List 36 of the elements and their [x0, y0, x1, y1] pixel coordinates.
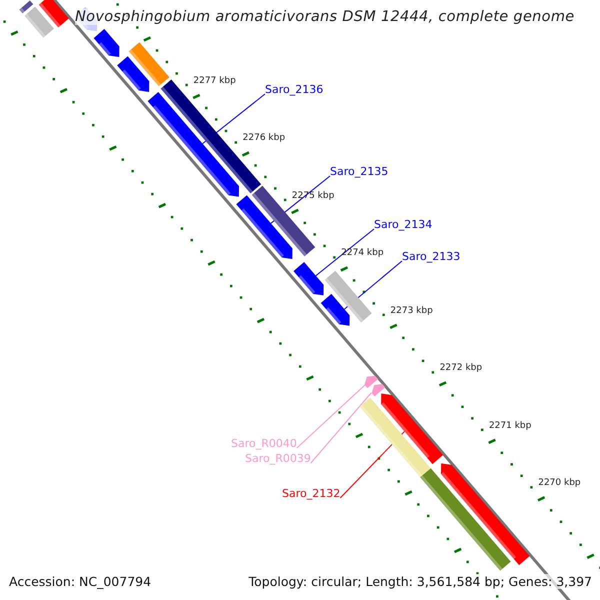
leader-line	[315, 228, 374, 276]
scale-label: 2273 kbp	[390, 306, 433, 316]
gene-feature	[148, 92, 239, 197]
leader-line	[296, 384, 366, 448]
accession-text: Accession: NC_007794	[9, 574, 152, 589]
gene-feature	[252, 186, 316, 256]
gene-label: Saro_2133	[402, 250, 460, 263]
gene-feature	[441, 463, 530, 566]
gene-feature	[320, 294, 350, 326]
genome-info-text: Topology: circular; Length: 3,561,584 bp; Genes: 3,397	[248, 574, 592, 589]
gene-feature	[38, 0, 69, 28]
gene-label: Saro_2135	[330, 165, 388, 178]
gene-feature	[117, 56, 150, 92]
gene-feature	[24, 6, 54, 38]
gene-feature	[94, 28, 120, 57]
scale-label: 2276 kbp	[242, 133, 286, 144]
gene-feature	[360, 398, 431, 478]
gene-feature	[19, 0, 34, 14]
gene-feature	[294, 262, 324, 296]
leader-line	[340, 430, 406, 498]
scale-label: 2271 kbp	[488, 420, 532, 431]
gene-feature	[236, 195, 292, 259]
gene-label: Saro_2136	[265, 83, 324, 96]
gene-label: Saro_2132	[282, 487, 340, 500]
scale-label: 2270 kbp	[538, 478, 581, 488]
scale-label: 2272 kbp	[440, 363, 482, 374]
gene-label: Saro_R0040	[231, 437, 297, 450]
gene-feature	[324, 270, 372, 322]
scale-label: 2277 kbp	[193, 76, 236, 86]
gene-feature	[420, 468, 511, 571]
gene-feature	[128, 42, 170, 86]
gene-feature	[381, 394, 444, 464]
gene-feature	[364, 376, 378, 388]
leader-line	[310, 392, 372, 464]
gene-label: Saro_R0039	[245, 452, 311, 465]
gene-label: Saro_2134	[374, 218, 432, 231]
